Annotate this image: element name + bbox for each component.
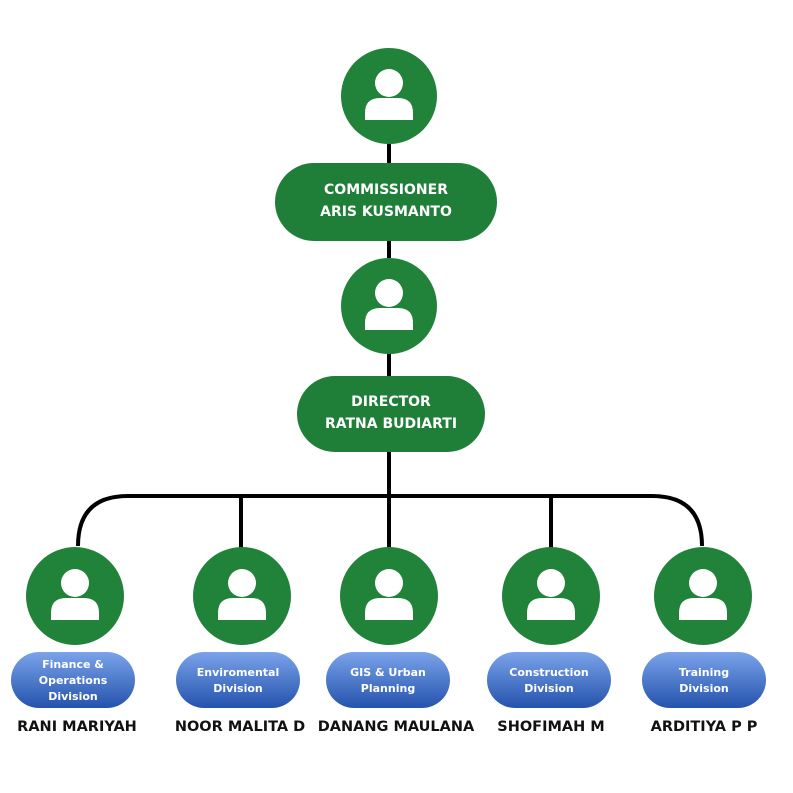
division-pill (326, 652, 450, 708)
division-label: Planning (361, 682, 415, 695)
division-avatar (340, 547, 438, 645)
person-icon (218, 569, 266, 620)
division-label: Enviromental (197, 666, 279, 679)
division-pill (11, 652, 135, 708)
division-avatar (654, 547, 752, 645)
division-avatar (502, 547, 600, 645)
commissioner-node: COMMISSIONER ARIS KUSMANTO (275, 48, 497, 241)
director-node: DIRECTOR RATNA BUDIARTI (297, 258, 485, 452)
connector-lines (76, 140, 704, 548)
person-icon (527, 569, 575, 620)
division-pill (487, 652, 611, 708)
division-pill (642, 652, 766, 708)
division-label: Division (48, 690, 98, 703)
division-person-name: SHOFIMAH M (497, 719, 604, 735)
director-avatar (341, 258, 437, 354)
person-icon (365, 569, 413, 620)
person-icon (365, 279, 413, 330)
director-title: DIRECTOR (351, 394, 431, 410)
person-icon (51, 569, 99, 620)
division-label: Construction (509, 666, 588, 679)
division-person-name: DANANG MAULANA (318, 719, 475, 735)
division-label: Division (679, 682, 729, 695)
division-avatar (26, 547, 124, 645)
commissioner-pill (275, 163, 497, 241)
person-icon (365, 69, 413, 120)
director-pill (297, 376, 485, 452)
division-avatar (193, 547, 291, 645)
commissioner-name: ARIS KUSMANTO (320, 204, 452, 220)
division-label: Training (679, 666, 729, 679)
division-label: Division (213, 682, 263, 695)
commissioner-avatar (341, 48, 437, 144)
division-person-name: ARDITIYA P P (651, 719, 758, 735)
division-person-name: RANI MARIYAH (17, 719, 137, 735)
director-name: RATNA BUDIARTI (325, 416, 457, 432)
division-label: Division (524, 682, 574, 695)
division-label: GIS & Urban (350, 666, 426, 679)
division-label: Operations (39, 674, 108, 687)
division-pill (176, 652, 300, 708)
person-icon (679, 569, 727, 620)
division-person-name: NOOR MALITA D (175, 719, 305, 735)
commissioner-title: COMMISSIONER (324, 182, 448, 198)
division-label: Finance & (42, 658, 104, 671)
